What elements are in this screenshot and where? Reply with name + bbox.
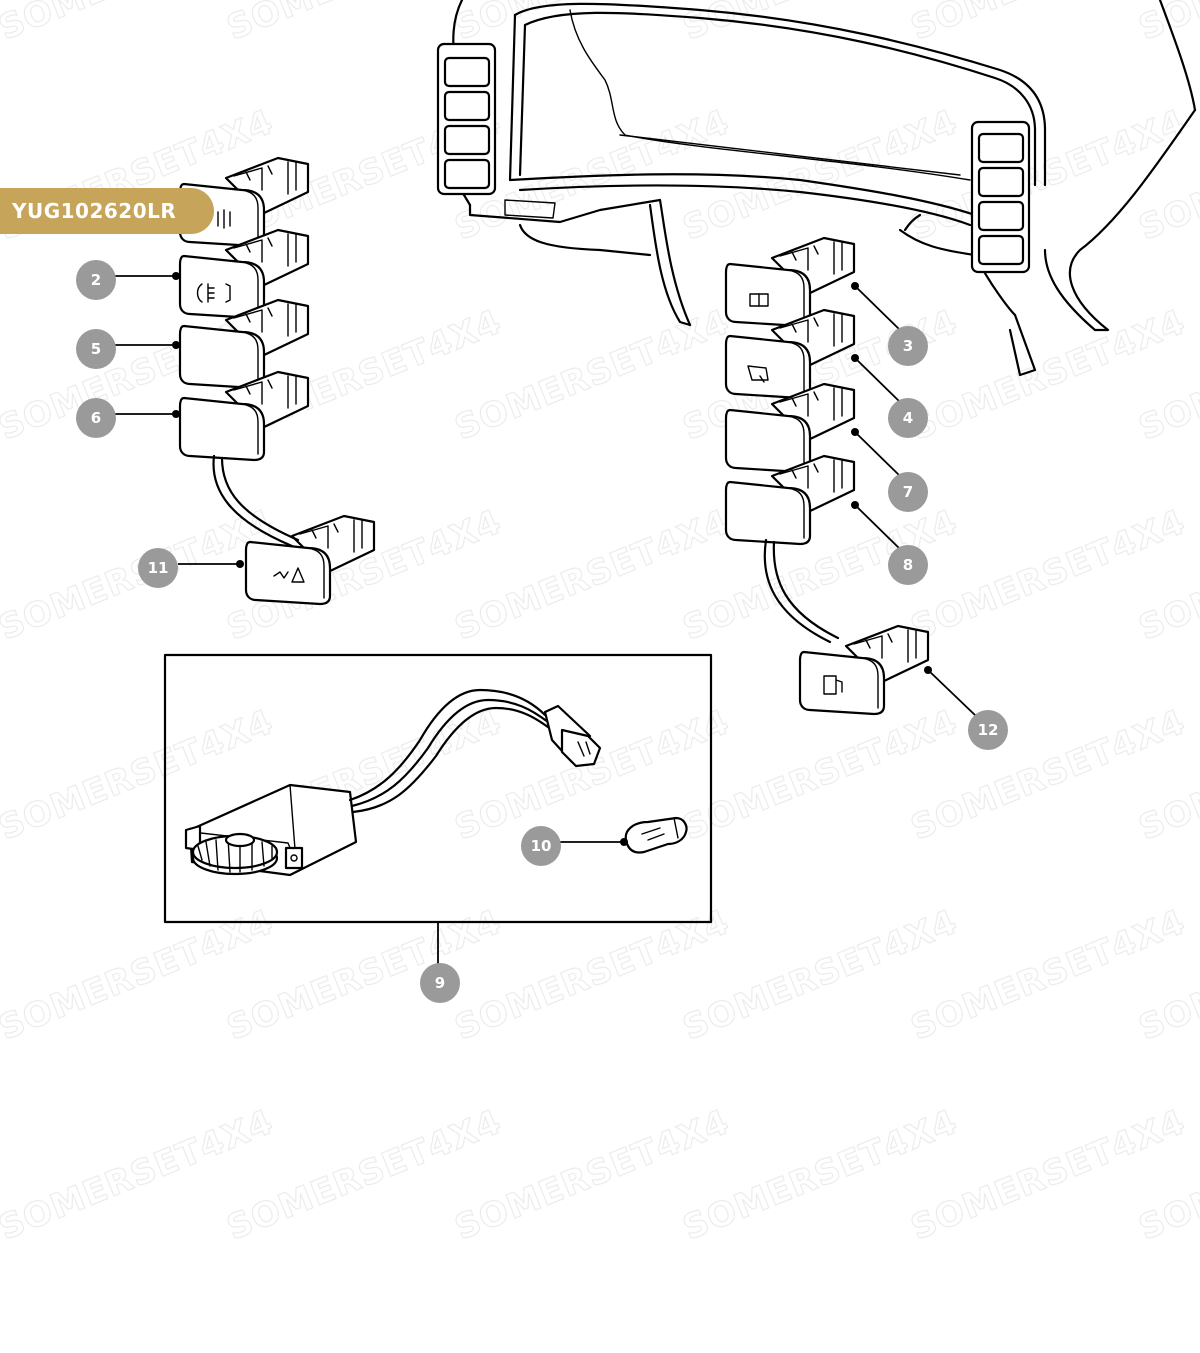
svg-text:3: 3 [903,337,913,355]
svg-text:7: 7 [903,483,913,501]
watermark-text: SOMERSET4X4 [1133,0,1200,48]
part-code-badge: YUG102620LR [0,188,214,234]
switch-12 [798,624,930,716]
callout-3: 3 [888,326,928,366]
svg-text:10: 10 [531,837,552,855]
callout-5: 5 [76,329,116,369]
callout-6: 6 [76,398,116,438]
switch-3 [724,236,856,328]
svg-text:5: 5 [91,340,101,358]
instrument-panel-drawing [436,0,1197,377]
svg-text:11: 11 [148,559,169,577]
callout-2: 2 [76,260,116,300]
leader-lines [114,272,977,964]
callout-4: 4 [888,398,928,438]
svg-text:9: 9 [435,974,445,992]
callout-8: 8 [888,545,928,585]
callout-11: 11 [138,548,178,588]
svg-text:2: 2 [91,271,101,289]
rheostat-assembly [184,688,602,877]
callout-7: 7 [888,472,928,512]
svg-text:4: 4 [903,409,913,427]
bulb [624,816,688,854]
switch-11 [244,514,376,606]
switch-2 [178,228,310,320]
callout-12: 12 [968,710,1008,750]
svg-text:12: 12 [978,721,999,739]
svg-text:6: 6 [91,409,101,427]
kit-frame [163,653,713,924]
callout-9: 9 [420,963,460,1003]
svg-text:8: 8 [903,556,913,574]
switch-4 [724,308,856,400]
lead-wire-right [763,538,832,644]
callout-10: 10 [521,826,561,866]
lead-wire-left [212,454,294,548]
switch-1 [178,156,310,248]
